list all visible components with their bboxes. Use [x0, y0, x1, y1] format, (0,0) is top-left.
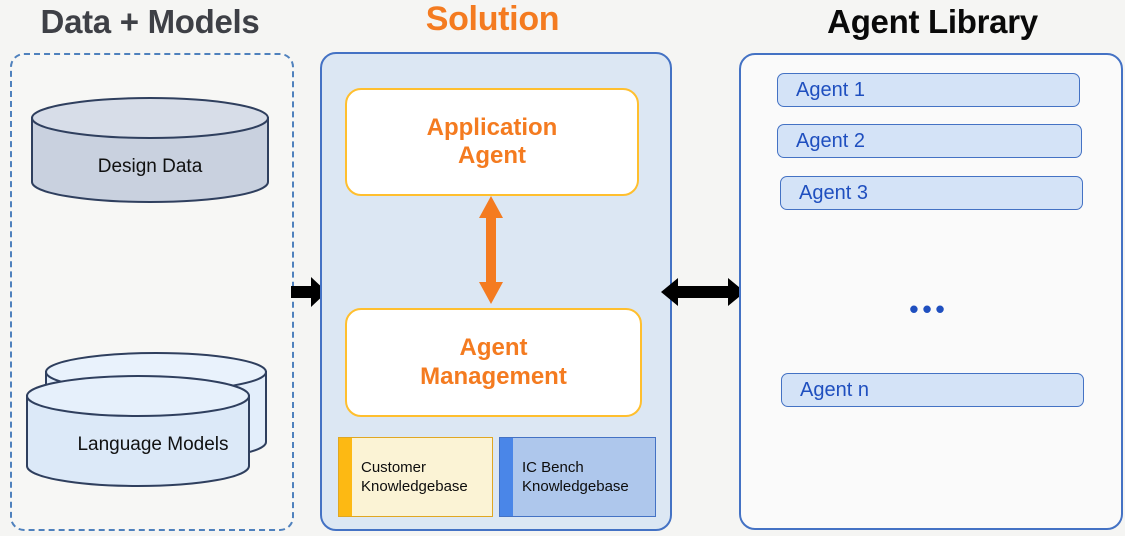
application-agent-box[interactable]: Application Agent: [345, 88, 639, 196]
data-store-design-data: Design Data: [30, 96, 270, 204]
column-heading-agent-library: Agent Library: [827, 3, 1038, 40]
agent-item-3[interactable]: Agent 3: [780, 176, 1083, 210]
ic-bench-knowledgebase-label: IC Bench Knowledgebase: [522, 458, 629, 496]
agent-item-1[interactable]: Agent 1: [777, 73, 1080, 107]
arrow-solution-to-library: [661, 276, 745, 308]
customer-knowledgebase-box[interactable]: Customer Knowledgebase: [338, 437, 493, 517]
column-heading-solution: Solution: [425, 0, 560, 38]
data-store-language-models: Language Models: [24, 348, 282, 498]
agent-management-label: Agent Management: [420, 334, 567, 390]
accent-bar: [500, 438, 513, 516]
data-store-label: Language Models: [77, 434, 229, 455]
customer-knowledgebase-label: Customer Knowledgebase: [361, 458, 468, 496]
arrow-data-to-solution: [291, 275, 327, 309]
application-agent-label: Application Agent: [426, 113, 558, 169]
accent-bar: [339, 438, 352, 516]
agent-management-box[interactable]: Agent Management: [345, 308, 642, 417]
agent-item-n[interactable]: Agent n: [781, 373, 1084, 407]
column-heading-data-models: Data + Models: [40, 3, 260, 40]
data-store-label: Design Data: [97, 156, 203, 177]
ic-bench-knowledgebase-box[interactable]: IC Bench Knowledgebase: [499, 437, 656, 517]
agent-list-ellipsis: •••: [909, 294, 949, 324]
cylinder-icon: [31, 97, 269, 203]
agent-item-2[interactable]: Agent 2: [777, 124, 1082, 158]
stacked-cylinder-icon: [26, 352, 267, 487]
arrow-agent-bidirectional: [472, 196, 510, 304]
